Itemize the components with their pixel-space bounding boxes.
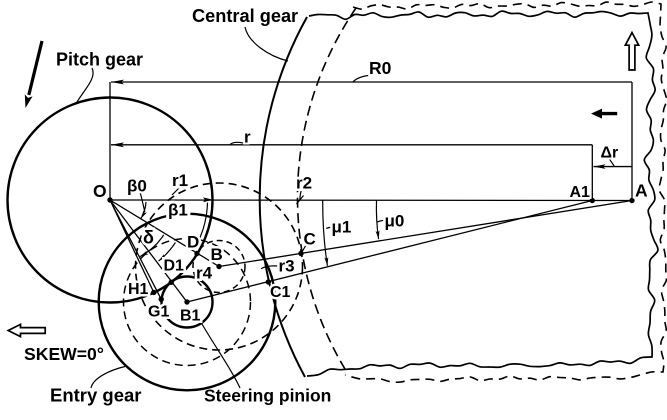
svg-text:D1: D1 (164, 258, 185, 275)
svg-text:δ: δ (143, 228, 154, 248)
svg-text:β0: β0 (127, 177, 147, 196)
svg-text:r: r (244, 128, 251, 147)
svg-text:r1: r1 (172, 171, 188, 190)
svg-text:R0: R0 (369, 58, 392, 78)
svg-text:B1: B1 (180, 308, 201, 325)
svg-text:O: O (93, 181, 107, 201)
svg-text:Steering pinion: Steering pinion (204, 386, 331, 406)
svg-text:Δr: Δr (601, 145, 619, 162)
svg-text:D: D (187, 233, 199, 252)
svg-text:Central gear: Central gear (192, 6, 298, 26)
svg-text:Pitch gear: Pitch gear (56, 50, 143, 70)
svg-text:H1: H1 (128, 281, 149, 298)
svg-text:G1: G1 (148, 304, 169, 321)
svg-text:A: A (635, 181, 648, 201)
svg-text:μ0: μ0 (385, 212, 405, 231)
svg-text:β1: β1 (168, 201, 188, 220)
svg-text:A1: A1 (570, 184, 591, 201)
svg-text:B: B (211, 245, 223, 264)
svg-text:C: C (304, 230, 316, 249)
svg-text:Entry gear: Entry gear (50, 385, 142, 406)
svg-text:C1: C1 (270, 284, 291, 301)
svg-text:r2: r2 (296, 174, 312, 193)
svg-text:SKEW=0°: SKEW=0° (24, 344, 104, 364)
svg-text:μ1: μ1 (332, 218, 352, 237)
svg-text:r3: r3 (279, 257, 295, 276)
svg-text:r4: r4 (196, 264, 213, 283)
